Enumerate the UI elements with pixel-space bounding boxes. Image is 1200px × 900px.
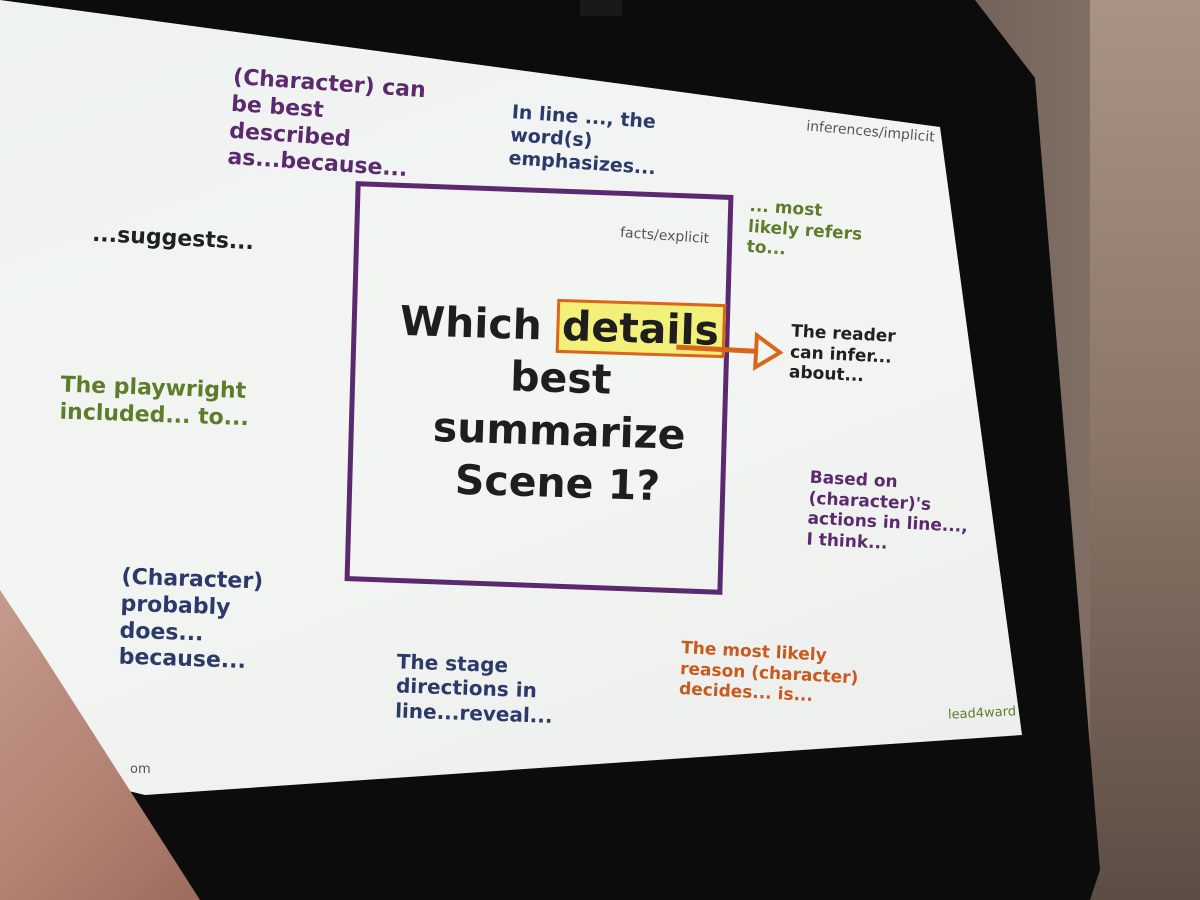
arrow-icon — [676, 331, 784, 371]
ceiling-mount — [580, 0, 622, 16]
stem-character-described: (Character) can be best described as...b… — [226, 64, 427, 183]
stem-stage-directions: The stage directions in line...reveal... — [394, 649, 554, 728]
stem-word-emphasizes: In line ..., the word(s) emphasizes... — [507, 101, 657, 180]
stem-probably-does: (Character) probably does... because... — [118, 564, 264, 675]
stem-based-on: Based on (character)'s actions in line..… — [805, 467, 969, 554]
stem-most-likely-reason: The most likely reason (character) decid… — [678, 638, 859, 707]
question-start: Which — [399, 296, 557, 350]
stem-refers-to: ... most likely refers to... — [746, 195, 863, 260]
footer-fragment: om — [130, 762, 151, 777]
stem-reader-infer: The reader can infer... about... — [788, 321, 897, 387]
wall — [1090, 0, 1200, 900]
stem-playwright: The playwright included... to... — [59, 372, 250, 431]
question-end: best summarize Scene 1? — [432, 352, 687, 511]
